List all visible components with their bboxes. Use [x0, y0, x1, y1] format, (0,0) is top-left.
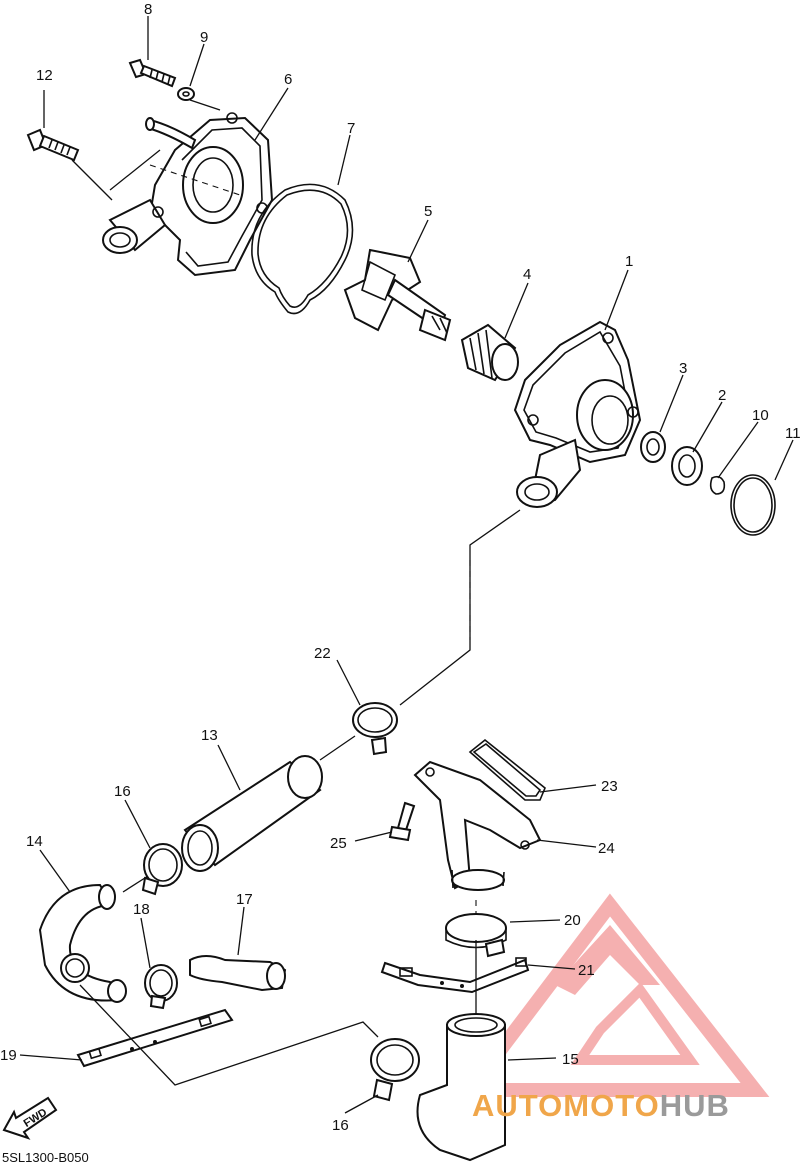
callout-3: 3: [679, 360, 687, 377]
part-11-o-ring: [730, 474, 776, 536]
part-17-hose: [189, 955, 287, 992]
part-21-band: [380, 957, 530, 994]
part-12-bolt: [26, 128, 80, 162]
callout-18: 18: [133, 901, 150, 918]
callout-16-upper: 16: [114, 783, 131, 800]
callout-12: 12: [36, 67, 53, 84]
watermark-text-part2: HUB: [659, 1088, 730, 1123]
part-14-hose: [38, 883, 127, 1003]
callout-9: 9: [200, 29, 208, 46]
part-20-clamp: [445, 913, 507, 958]
callout-labels: 1 2 3 4 5 6 7 8 9 10 11 12 13 14 15 16 1…: [0, 1, 800, 1134]
callout-21: 21: [578, 962, 595, 979]
watermark-text-part1: AUTOMOTO: [472, 1088, 660, 1123]
part-5-impeller-shaft: [343, 248, 452, 342]
part-1-pump-housing: [513, 320, 642, 508]
part-7-o-ring: [251, 183, 354, 315]
part-23-gasket: [468, 738, 546, 801]
callout-6: 6: [284, 71, 292, 88]
part-3-bearing: [640, 431, 666, 463]
callout-10: 10: [752, 407, 769, 424]
part-6-pump-cover: [102, 112, 274, 277]
part-2-bearing: [671, 446, 703, 486]
callout-15: 15: [562, 1051, 579, 1068]
part-24-thermostat-housing: [413, 760, 542, 891]
part-19-band: [76, 1008, 234, 1068]
part-10-circlip: [709, 475, 726, 495]
callout-5: 5: [424, 203, 432, 220]
callout-11: 11: [785, 425, 800, 442]
part-22-clamp: [352, 702, 398, 756]
part-16-clamp-lower: [370, 1038, 420, 1102]
callout-2: 2: [718, 387, 726, 404]
callout-25: 25: [330, 835, 347, 852]
diagram-code: 5SL1300-B050: [2, 1150, 89, 1165]
callout-8: 8: [144, 1, 152, 18]
callout-24: 24: [598, 840, 615, 857]
part-9-washer: [177, 87, 195, 101]
callout-13: 13: [201, 727, 218, 744]
watermark-logo: [455, 893, 770, 1097]
callout-20: 20: [564, 912, 581, 929]
callout-19: 19: [0, 1047, 17, 1064]
leader-lines: [19, 16, 794, 1114]
part-16-clamp-upper: [141, 843, 183, 896]
part-13-hose: [181, 755, 323, 872]
callout-16-lower: 16: [332, 1117, 349, 1134]
fwd-arrow-icon: FWD: [2, 1096, 58, 1140]
callout-4: 4: [523, 266, 531, 283]
callout-22: 22: [314, 645, 331, 662]
callout-7: 7: [347, 120, 355, 137]
callout-23: 23: [601, 778, 618, 795]
part-18-clamp: [144, 964, 178, 1010]
watermark-text: AUTOMOTOHUB: [472, 1088, 730, 1124]
part-15-hose: [416, 1013, 506, 1162]
callout-17: 17: [236, 891, 253, 908]
connection-lines: [71, 99, 521, 1086]
callout-14: 14: [26, 833, 43, 850]
part-25-bolt: [388, 801, 416, 842]
callout-1: 1: [625, 253, 633, 270]
part-4-seal: [460, 323, 519, 382]
part-8-bolt: [128, 58, 177, 88]
